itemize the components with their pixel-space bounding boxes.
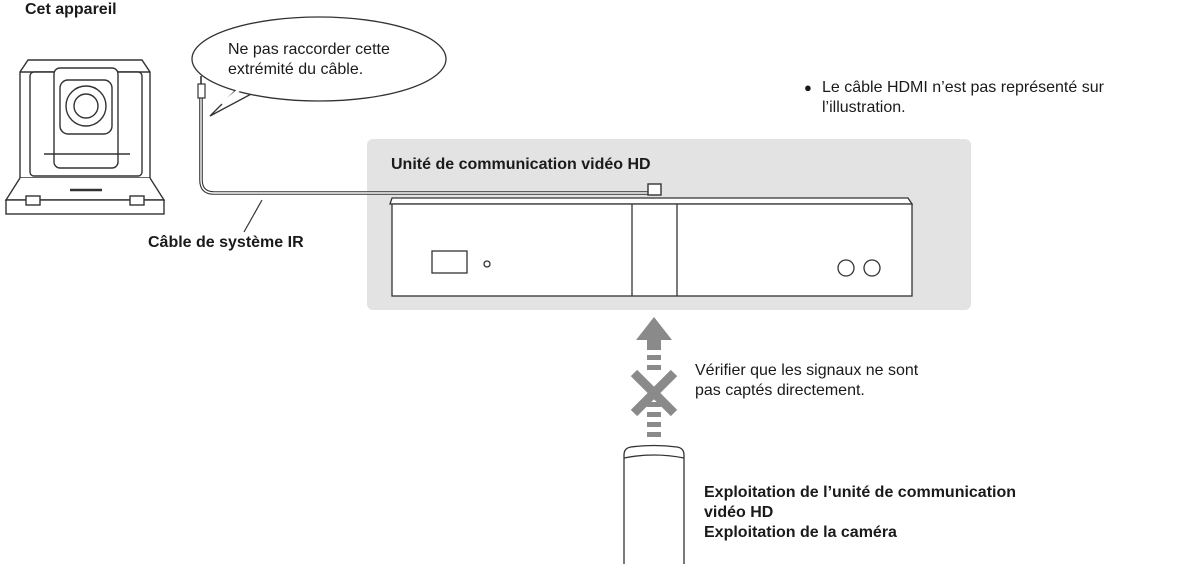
cable-label: Câble de système IR — [148, 234, 304, 251]
remote-ops-line1: Exploitation de l’unité de communication — [704, 484, 1017, 501]
warning-text-line2: pas captés directement. — [695, 382, 865, 399]
up-arrow-icon — [636, 317, 672, 437]
callout-text-line1: Ne pas raccorder cette — [228, 41, 390, 58]
cable-leader-line — [243, 199, 263, 233]
note-text-line1: Le câble HDMI n’est pas représenté sur — [822, 79, 1104, 96]
remote-ops-line3: Exploitation de la caméra — [704, 524, 897, 541]
note-bullet: ● — [804, 80, 812, 95]
device-label: Cet appareil — [25, 1, 117, 18]
note-text-line2: l’illustration. — [822, 99, 906, 116]
camera-icon — [4, 59, 166, 215]
callout-bubble — [191, 16, 447, 117]
unit-label: Unité de communication vidéo HD — [391, 156, 651, 173]
cable-connector — [647, 183, 662, 196]
remote-ops-line2: vidéo HD — [704, 504, 774, 521]
remote-control-icon — [623, 444, 685, 564]
cable-plug — [197, 83, 206, 99]
cross-icon — [630, 369, 678, 417]
callout-text-line2: extrémité du câble. — [228, 61, 364, 78]
warning-text-line1: Vérifier que les signaux ne sont — [695, 362, 919, 379]
video-unit — [389, 197, 914, 297]
